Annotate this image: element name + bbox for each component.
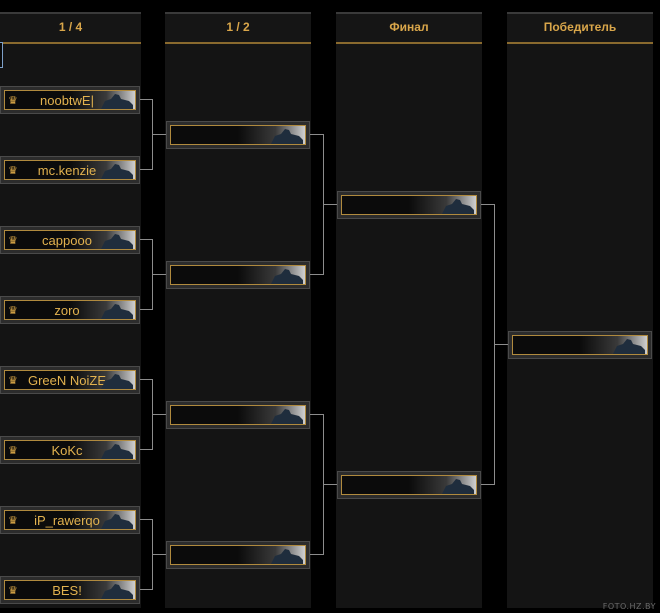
connector-sf-4 <box>310 554 323 555</box>
player-name: iP_rawerqo <box>34 513 100 528</box>
player-silhouette-icon <box>271 269 303 284</box>
slot-frame: ♛ mc.kenzie <box>4 160 136 180</box>
bracket-slot-qf-2[interactable]: ♛ mc.kenzie <box>0 156 140 184</box>
player-silhouette-icon <box>271 409 303 424</box>
slot-frame <box>170 265 306 285</box>
watermark: FOTO.HZ.BY <box>602 602 656 611</box>
crown-icon: ♛ <box>8 445 18 457</box>
crown-icon: ♛ <box>8 95 18 107</box>
player-silhouette-icon <box>101 304 133 319</box>
bracket-slot-sf-3[interactable] <box>166 401 310 429</box>
connector-sf-3 <box>310 414 323 415</box>
connector-qf-8 <box>140 589 152 590</box>
crown-icon: ♛ <box>8 585 18 597</box>
player-silhouette-icon <box>613 339 645 354</box>
bracket-slot-qf-3[interactable]: ♛ cappooo <box>0 226 140 254</box>
player-name: noobtwE| <box>40 93 94 108</box>
player-silhouette-icon <box>101 164 133 179</box>
connector-qf-6 <box>140 449 152 450</box>
bracket-slot-qf-6[interactable]: ♛ KoKc <box>0 436 140 464</box>
player-silhouette-icon <box>101 514 133 529</box>
crown-icon: ♛ <box>8 305 18 317</box>
connector-qf-2 <box>140 169 152 170</box>
slot-frame <box>341 475 477 495</box>
round-header-quarterfinal: 1 / 4 <box>0 12 141 44</box>
player-silhouette-icon <box>101 374 133 389</box>
bracket-slot-final-1[interactable] <box>337 191 481 219</box>
slot-frame: ♛ GreeN NoiZE <box>4 370 136 390</box>
bracket-slot-qf-7[interactable]: ♛ iP_rawerqo <box>0 506 140 534</box>
connector-qf-4 <box>140 309 152 310</box>
slot-frame: ♛ zoro <box>4 300 136 320</box>
connector-sf-2 <box>310 274 323 275</box>
round-header-winner: Победитель <box>507 12 653 44</box>
connector-to-final-1 <box>323 204 337 205</box>
player-silhouette-icon <box>101 234 133 249</box>
connector-qf-7 <box>140 519 152 520</box>
connector-to-sf-2 <box>152 274 166 275</box>
player-silhouette-icon <box>101 584 133 599</box>
crown-icon: ♛ <box>8 165 18 177</box>
round-column-winner: Победитель <box>507 12 653 608</box>
bracket-slot-winner[interactable] <box>508 331 652 359</box>
player-silhouette-icon <box>101 444 133 459</box>
bracket-slot-qf-1[interactable]: ♛ noobtwE| <box>0 86 140 114</box>
round-column-final: Финал <box>336 12 482 608</box>
player-name: BES! <box>52 583 82 598</box>
player-name: GreeN NoiZE <box>27 373 107 388</box>
round-column-semifinal: 1 / 2 <box>165 12 311 608</box>
slot-frame <box>170 405 306 425</box>
connector-to-sf-4 <box>152 554 166 555</box>
player-silhouette-icon <box>442 199 474 214</box>
player-silhouette-icon <box>271 129 303 144</box>
round-header-semifinal: 1 / 2 <box>165 12 311 44</box>
scroll-edge-fragment <box>0 42 3 68</box>
crown-icon: ♛ <box>8 515 18 527</box>
player-silhouette-icon <box>101 94 133 109</box>
crown-icon: ♛ <box>8 375 18 387</box>
bracket-slot-qf-5[interactable]: ♛ GreeN NoiZE <box>0 366 140 394</box>
player-name: zoro <box>54 303 80 318</box>
player-name: cappooo <box>42 233 92 248</box>
bracket-slot-sf-2[interactable] <box>166 261 310 289</box>
bracket-slot-qf-4[interactable]: ♛ zoro <box>0 296 140 324</box>
connector-to-winner <box>494 344 508 345</box>
connector-final-2 <box>481 484 494 485</box>
slot-frame: ♛ KoKc <box>4 440 136 460</box>
connector-final-1 <box>481 204 494 205</box>
round-header-final: Финал <box>336 12 482 44</box>
bracket-slot-qf-8[interactable]: ♛ BES! <box>0 576 140 604</box>
slot-frame: ♛ BES! <box>4 580 136 600</box>
player-name: mc.kenzie <box>37 163 97 178</box>
slot-frame: ♛ iP_rawerqo <box>4 510 136 530</box>
slot-frame <box>170 545 306 565</box>
connector-to-sf-1 <box>152 134 166 135</box>
bracket-slot-final-2[interactable] <box>337 471 481 499</box>
connector-qf-1 <box>140 99 152 100</box>
bracket-slot-sf-1[interactable] <box>166 121 310 149</box>
crown-icon: ♛ <box>8 235 18 247</box>
connector-qf-3 <box>140 239 152 240</box>
slot-frame: ♛ noobtwE| <box>4 90 136 110</box>
connector-sf-1 <box>310 134 323 135</box>
slot-frame <box>170 125 306 145</box>
player-name: KoKc <box>51 443 83 458</box>
slot-frame <box>512 335 648 355</box>
connector-to-final-2 <box>323 484 337 485</box>
slot-frame: ♛ cappooo <box>4 230 136 250</box>
bracket-slot-sf-4[interactable] <box>166 541 310 569</box>
player-silhouette-icon <box>442 479 474 494</box>
connector-qf-5 <box>140 379 152 380</box>
player-silhouette-icon <box>271 549 303 564</box>
connector-to-sf-3 <box>152 414 166 415</box>
slot-frame <box>341 195 477 215</box>
